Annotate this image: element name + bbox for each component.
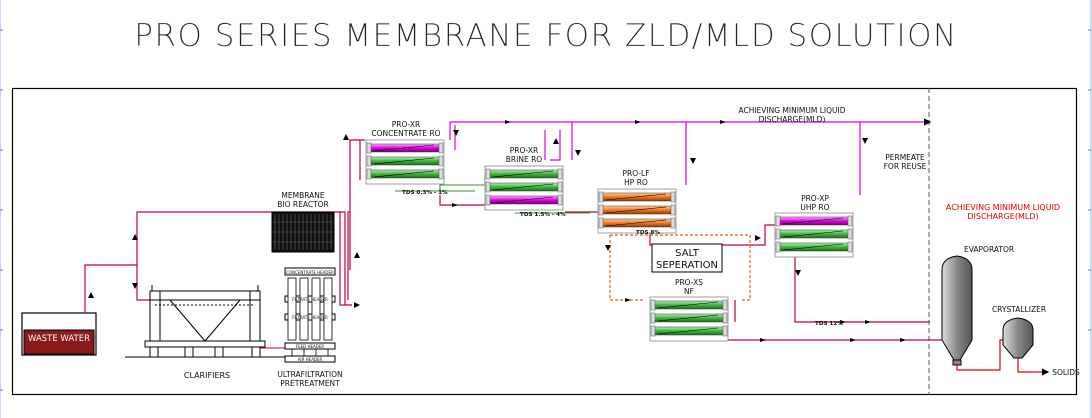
mbr-label-1: MEMBRANE bbox=[281, 191, 324, 200]
vessel-stripe bbox=[657, 301, 719, 309]
vessel-end-cap bbox=[670, 217, 676, 229]
vessel-end-cap bbox=[722, 325, 728, 337]
tds-label-2: TDS 1.5% - 4% bbox=[520, 212, 566, 218]
vessel-end-cap bbox=[650, 325, 656, 337]
vessel-stripe bbox=[492, 170, 554, 178]
clarifier-tank bbox=[125, 285, 290, 358]
vessel-stripe bbox=[605, 206, 667, 214]
uf-skid: CONCENTRATE HEADER FILTRATE HEADER FILTR… bbox=[284, 267, 336, 363]
uf-label-2: PRETREATMENT bbox=[280, 379, 340, 388]
membrane-skids bbox=[365, 139, 854, 342]
proxp-label-1: PRO-XP bbox=[801, 194, 829, 203]
prolf-label-1: PRO-LF bbox=[622, 169, 649, 178]
skid-pro-xs-nf bbox=[649, 296, 729, 342]
vessel-end-cap bbox=[847, 215, 853, 227]
proxr2-label-1: PRO-XR bbox=[510, 146, 539, 155]
vessel-end-cap bbox=[485, 168, 491, 180]
vessel-end-cap bbox=[557, 168, 563, 180]
mld-top-label-1: ACHIEVING MINIMUM LIQUID bbox=[738, 106, 845, 115]
uf-header-concentrate: CONCENTRATE HEADER bbox=[286, 270, 334, 275]
mbr-unit bbox=[271, 211, 335, 253]
vessel-end-cap bbox=[485, 194, 491, 206]
vessel-stripe bbox=[492, 196, 554, 204]
vessel-end-cap bbox=[438, 168, 444, 180]
solids-label: SOLIDS bbox=[1052, 368, 1080, 377]
vessel-end-cap bbox=[598, 217, 604, 229]
prolf-label-2: HP RO bbox=[624, 178, 648, 187]
uf-header-air: AIR HEADER bbox=[298, 357, 323, 362]
vessel-stripe bbox=[657, 314, 719, 322]
vessel-stripe bbox=[492, 183, 554, 191]
crystallizer-label: CRYSTALLIZER bbox=[992, 305, 1046, 314]
vessel-end-cap bbox=[650, 312, 656, 324]
uf-header-filtrate-1: FILTRATE HEADER bbox=[292, 297, 328, 302]
vessel-end-cap bbox=[847, 228, 853, 240]
vessel-end-cap bbox=[438, 155, 444, 167]
permeate-label-1: PERMEATE bbox=[885, 153, 925, 162]
vessel-stripe bbox=[657, 327, 719, 335]
clarifiers-label: CLARIFIERS bbox=[184, 371, 230, 380]
waste-water-tank: WASTE WATER bbox=[21, 312, 97, 356]
vessel-stripe bbox=[373, 157, 435, 165]
skid-pro-xr-brine-ro bbox=[484, 165, 564, 211]
uf-header-feed: FEED HEADER bbox=[296, 344, 325, 349]
vessel-end-cap bbox=[485, 181, 491, 193]
salt-label-1: SALT bbox=[675, 248, 700, 259]
vessel-end-cap bbox=[775, 228, 781, 240]
waste-water-label: WASTE WATER bbox=[28, 334, 90, 344]
mld-red-label-1: ACHIEVING MINIMUM LIQUID bbox=[946, 203, 1060, 212]
tds-label-3: TDS 8% bbox=[636, 230, 660, 236]
vessel-end-cap bbox=[598, 191, 604, 203]
vessel-end-cap bbox=[557, 194, 563, 206]
proxs-label-1: PRO-XS bbox=[675, 278, 703, 287]
salt-label-2: SEPERATION bbox=[656, 260, 718, 271]
mld-red-label-2: DISCHARGE(MLD) bbox=[967, 212, 1038, 221]
evaporator-label: EVAPORATOR bbox=[964, 245, 1014, 254]
vessel-stripe bbox=[373, 144, 435, 152]
skid-pro-lf-hp-ro bbox=[597, 188, 677, 234]
vessel-end-cap bbox=[722, 299, 728, 311]
salt-separation-box: SALT SEPERATION bbox=[609, 234, 751, 301]
proxr2-label-2: BRINE RO bbox=[506, 155, 543, 164]
vessel-end-cap bbox=[438, 142, 444, 154]
proxr1-label-1: PRO-XR bbox=[392, 120, 421, 129]
uf-label-1: ULTRAFILTRATION bbox=[277, 370, 342, 379]
proxs-label-2: NF bbox=[684, 287, 694, 296]
crystallizer-vessel bbox=[1002, 317, 1034, 359]
vessel-end-cap bbox=[366, 142, 372, 154]
permeate-label-2: FOR REUSE bbox=[884, 162, 927, 171]
vessel-end-cap bbox=[670, 191, 676, 203]
vessel-stripe bbox=[373, 170, 435, 178]
vessel-end-cap bbox=[366, 155, 372, 167]
vessel-end-cap bbox=[366, 168, 372, 180]
vessel-stripe bbox=[782, 230, 844, 238]
vessel-end-cap bbox=[557, 181, 563, 193]
mld-top-label-2: DISCHARGE(MLD) bbox=[759, 115, 826, 124]
vessel-stripe bbox=[605, 219, 667, 227]
vessel-end-cap bbox=[650, 299, 656, 311]
vessel-stripe bbox=[782, 217, 844, 225]
vessel-stripe bbox=[782, 243, 844, 251]
proxp-label-2: UHP RO bbox=[800, 203, 829, 212]
vessel-end-cap bbox=[775, 215, 781, 227]
page-title: PRO SERIES MEMBRANE FOR ZLD/MLD SOLUTION bbox=[134, 18, 958, 54]
skid-pro-xp-uhp-ro bbox=[774, 212, 854, 258]
vessel-end-cap bbox=[775, 241, 781, 253]
proxr1-label-2: CONCENTRATE RO bbox=[371, 129, 440, 138]
vessel-end-cap bbox=[598, 204, 604, 216]
vessel-end-cap bbox=[722, 312, 728, 324]
mbr-label-2: BIO REACTOR bbox=[277, 200, 329, 209]
vessel-stripe bbox=[605, 193, 667, 201]
tds-label-1: TDS 0.3% - 1% bbox=[402, 190, 448, 196]
skid-pro-xr-concentrate-ro bbox=[365, 139, 445, 185]
diagram-frame bbox=[11, 87, 1078, 396]
permeate-lines bbox=[449, 118, 932, 195]
uf-header-filtrate-2: FILTRATE HEADER bbox=[292, 315, 328, 320]
tds-label-4: TDS 12% bbox=[815, 321, 843, 327]
evaporator-vessel bbox=[941, 255, 973, 366]
vessel-end-cap bbox=[847, 241, 853, 253]
vessel-end-cap bbox=[670, 204, 676, 216]
